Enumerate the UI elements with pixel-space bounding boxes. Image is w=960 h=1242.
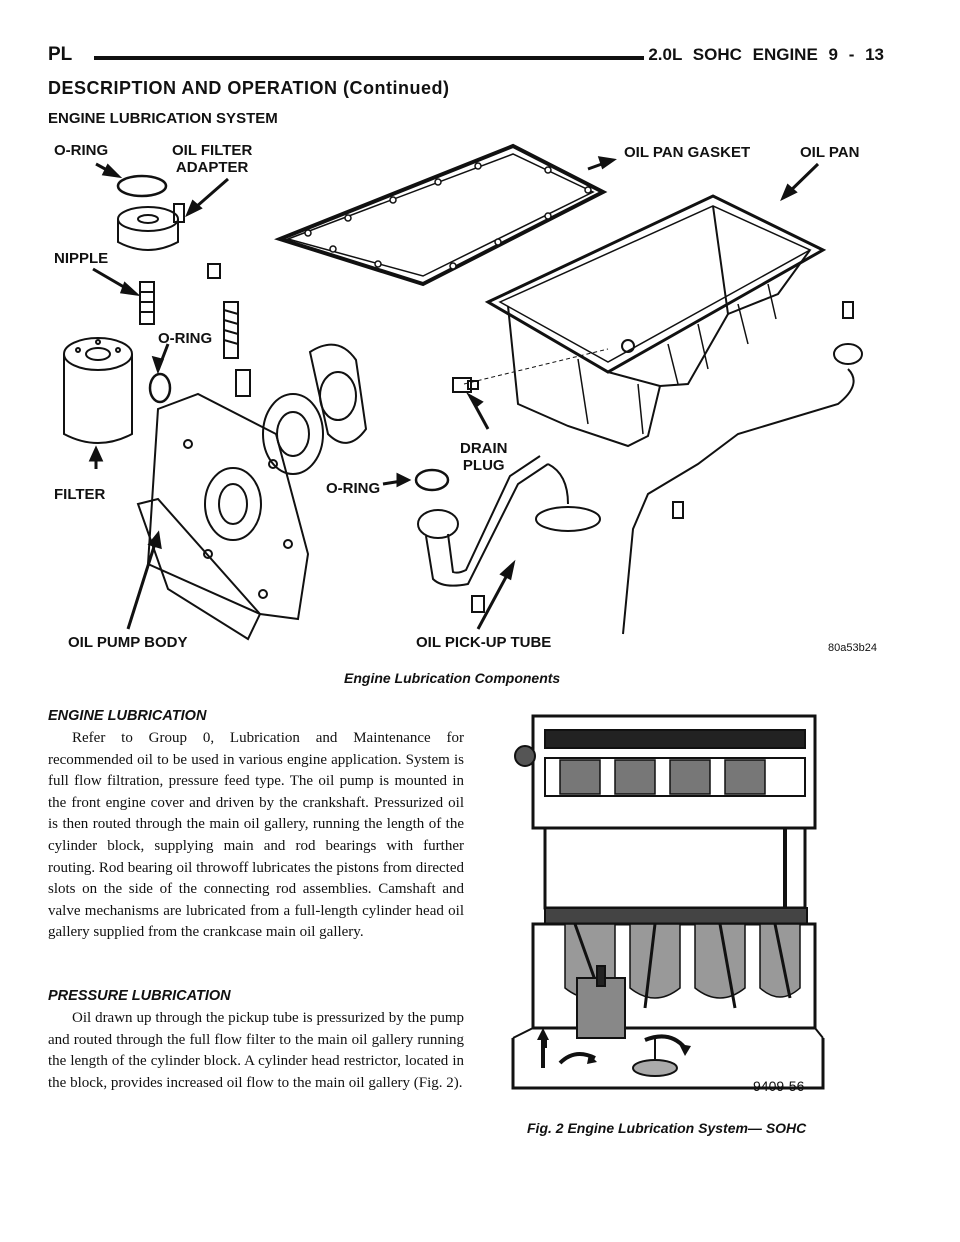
- components-illustration: [63, 143, 863, 641]
- header-rule: [94, 56, 644, 60]
- dipstick-shape: [622, 301, 863, 635]
- label-filter: FILTER: [54, 486, 106, 503]
- filter-shape: [63, 337, 133, 444]
- label-o-ring-bottom: O-RING: [326, 480, 381, 497]
- figure2-caption: Fig. 2 Engine Lubrication System— SOHC: [527, 1120, 807, 1136]
- oil-pickup-tube-shape: [417, 455, 601, 613]
- engine-cutaway-illustration: [511, 714, 825, 1090]
- engine-lubrication-system-figure: 9409-56: [505, 708, 835, 1113]
- header-section-code: PL: [48, 44, 73, 65]
- oil-filter-adapter-shape: [117, 203, 185, 251]
- page-header: PL 2.0L SOHC ENGINE 9 - 13: [48, 44, 884, 70]
- header-page-title: 2.0L SOHC ENGINE 9 - 13: [648, 45, 884, 64]
- drain-plug-shape: [452, 377, 479, 393]
- label-drain-plug: DRAIN PLUG: [460, 440, 508, 474]
- label-o-ring-top: O-RING: [54, 142, 109, 159]
- figure1-caption: Engine Lubrication Components: [344, 670, 561, 686]
- o-ring-top-shape: [116, 174, 168, 198]
- pressure-lubrication-text: Oil drawn up through the pickup tube is …: [48, 1010, 464, 1091]
- figure2-code: 9409-56: [753, 1078, 805, 1094]
- label-o-ring-mid: O-RING: [158, 330, 213, 347]
- lubrication-components-figure: O-RING OIL FILTER ADAPTER OIL PAN GASKET…: [48, 134, 884, 664]
- oil-pump-body-shape: [136, 392, 310, 641]
- pressure-lubrication-heading: PRESSURE LUBRICATION: [48, 988, 231, 1004]
- label-oil-pan: OIL PAN: [800, 144, 860, 161]
- label-oil-pump-body: OIL PUMP BODY: [68, 634, 188, 651]
- label-nipple: NIPPLE: [54, 250, 109, 267]
- subsection-heading: ENGINE LUBRICATION SYSTEM: [48, 110, 278, 127]
- o-ring-mid-shape: [148, 372, 172, 404]
- label-oil-filter-adapter: OIL FILTER ADAPTER: [172, 142, 253, 176]
- label-oil-pickup-tube: OIL PICK-UP TUBE: [416, 634, 552, 651]
- pump-gears-shape: [262, 393, 324, 475]
- section-heading: DESCRIPTION AND OPERATION (Continued): [48, 78, 450, 98]
- label-oil-pan-gasket: OIL PAN GASKET: [624, 144, 751, 161]
- o-ring-bottom-shape: [414, 468, 450, 492]
- pump-cover-shape: [308, 343, 368, 444]
- engine-lubrication-text: Refer to Group 0, Lubrication and Mainte…: [48, 730, 464, 941]
- figure1-code: 80a53b24: [828, 642, 877, 654]
- oil-pan-shape: [484, 194, 827, 448]
- oil-pan-gasket-shape: [274, 143, 608, 287]
- engine-lubrication-heading: ENGINE LUBRICATION: [48, 708, 207, 724]
- nipple-shape: [139, 281, 155, 325]
